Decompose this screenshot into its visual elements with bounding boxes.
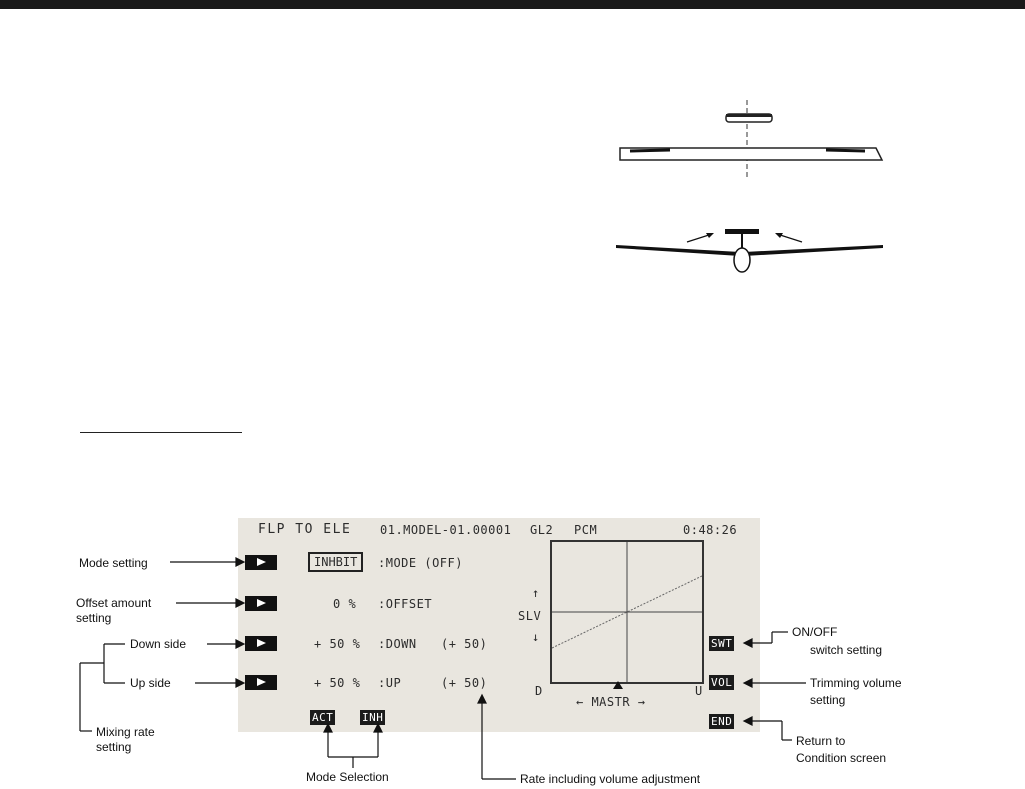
down-rate-cursor-button[interactable]: [245, 636, 277, 651]
up-rate-cursor-button[interactable]: [245, 675, 277, 690]
glider-top-view: [619, 100, 884, 180]
offset-cursor-button[interactable]: [245, 596, 277, 611]
act-softkey[interactable]: ACT: [310, 710, 336, 725]
return-note-line1: Return to: [796, 734, 846, 748]
switch-setting-note-line1: ON/OFF: [792, 625, 838, 639]
mode-value[interactable]: INHBIT: [308, 552, 364, 572]
screen-title: FLP TO ELE: [258, 522, 352, 537]
switch-setting-note-line2: switch setting: [810, 643, 883, 657]
lcd-screen: FLP TO ELE 01.MODEL-01.00001 GL2 PCM 0:4…: [238, 518, 760, 732]
rate-volume-note: Rate including volume adjustment: [520, 772, 701, 786]
graph-up-arrow: ↑: [532, 586, 540, 600]
timer: 0:48:26: [683, 523, 738, 537]
mode-selection-note: Mode Selection: [306, 770, 389, 784]
mixing-rate-note-line2: setting: [96, 740, 132, 754]
section-underline: [80, 432, 242, 433]
offset-value[interactable]: 0 %: [333, 597, 357, 611]
offset-setting-note-line1: Offset amount: [76, 596, 152, 610]
vol-softkey[interactable]: VOL: [709, 675, 735, 690]
offset-setting-note-line2: setting: [76, 611, 112, 625]
inh-softkey[interactable]: INH: [360, 710, 386, 725]
mode-label: :MODE (OFF): [378, 556, 463, 570]
graph-x-label: ← MASTR →: [576, 695, 646, 709]
mixing-curve-plot: [551, 542, 703, 682]
mixing-rate-note-line1: Mixing rate: [96, 725, 155, 739]
end-softkey[interactable]: END: [709, 714, 735, 729]
down-side-note: Down side: [130, 637, 187, 651]
mode-cursor-button[interactable]: [245, 555, 277, 570]
up-side-note: Up side: [130, 676, 171, 690]
graph-y-label: SLV: [518, 609, 542, 623]
master-position-marker: [613, 681, 623, 689]
swt-softkey[interactable]: SWT: [709, 636, 735, 651]
model-type: GL2: [530, 523, 554, 537]
graph-left-label: D: [535, 684, 543, 698]
down-rate-actual: (+ 50): [441, 637, 488, 651]
up-rate-actual: (+ 50): [441, 676, 488, 690]
model-name: 01.MODEL-01.00001: [380, 523, 512, 537]
top-rule: [0, 0, 1025, 9]
mode-setting-note: Mode setting: [79, 556, 148, 570]
down-rate-label: :DOWN: [378, 637, 417, 651]
up-rate-value[interactable]: + 50 %: [314, 676, 361, 690]
up-rate-label: :UP: [378, 676, 402, 690]
down-rate-value[interactable]: + 50 %: [314, 637, 361, 651]
offset-label: :OFFSET: [378, 597, 433, 611]
trim-volume-note-line1: Trimming volume: [810, 676, 902, 690]
glider-front-view: [616, 229, 883, 273]
graph-down-arrow: ↓: [532, 630, 540, 644]
modulation: PCM: [574, 523, 598, 537]
trim-volume-note-line2: setting: [810, 693, 846, 707]
mixing-curve-graph: [550, 540, 704, 684]
graph-right-label: U: [695, 684, 703, 698]
return-note-line2: Condition screen: [796, 751, 887, 765]
